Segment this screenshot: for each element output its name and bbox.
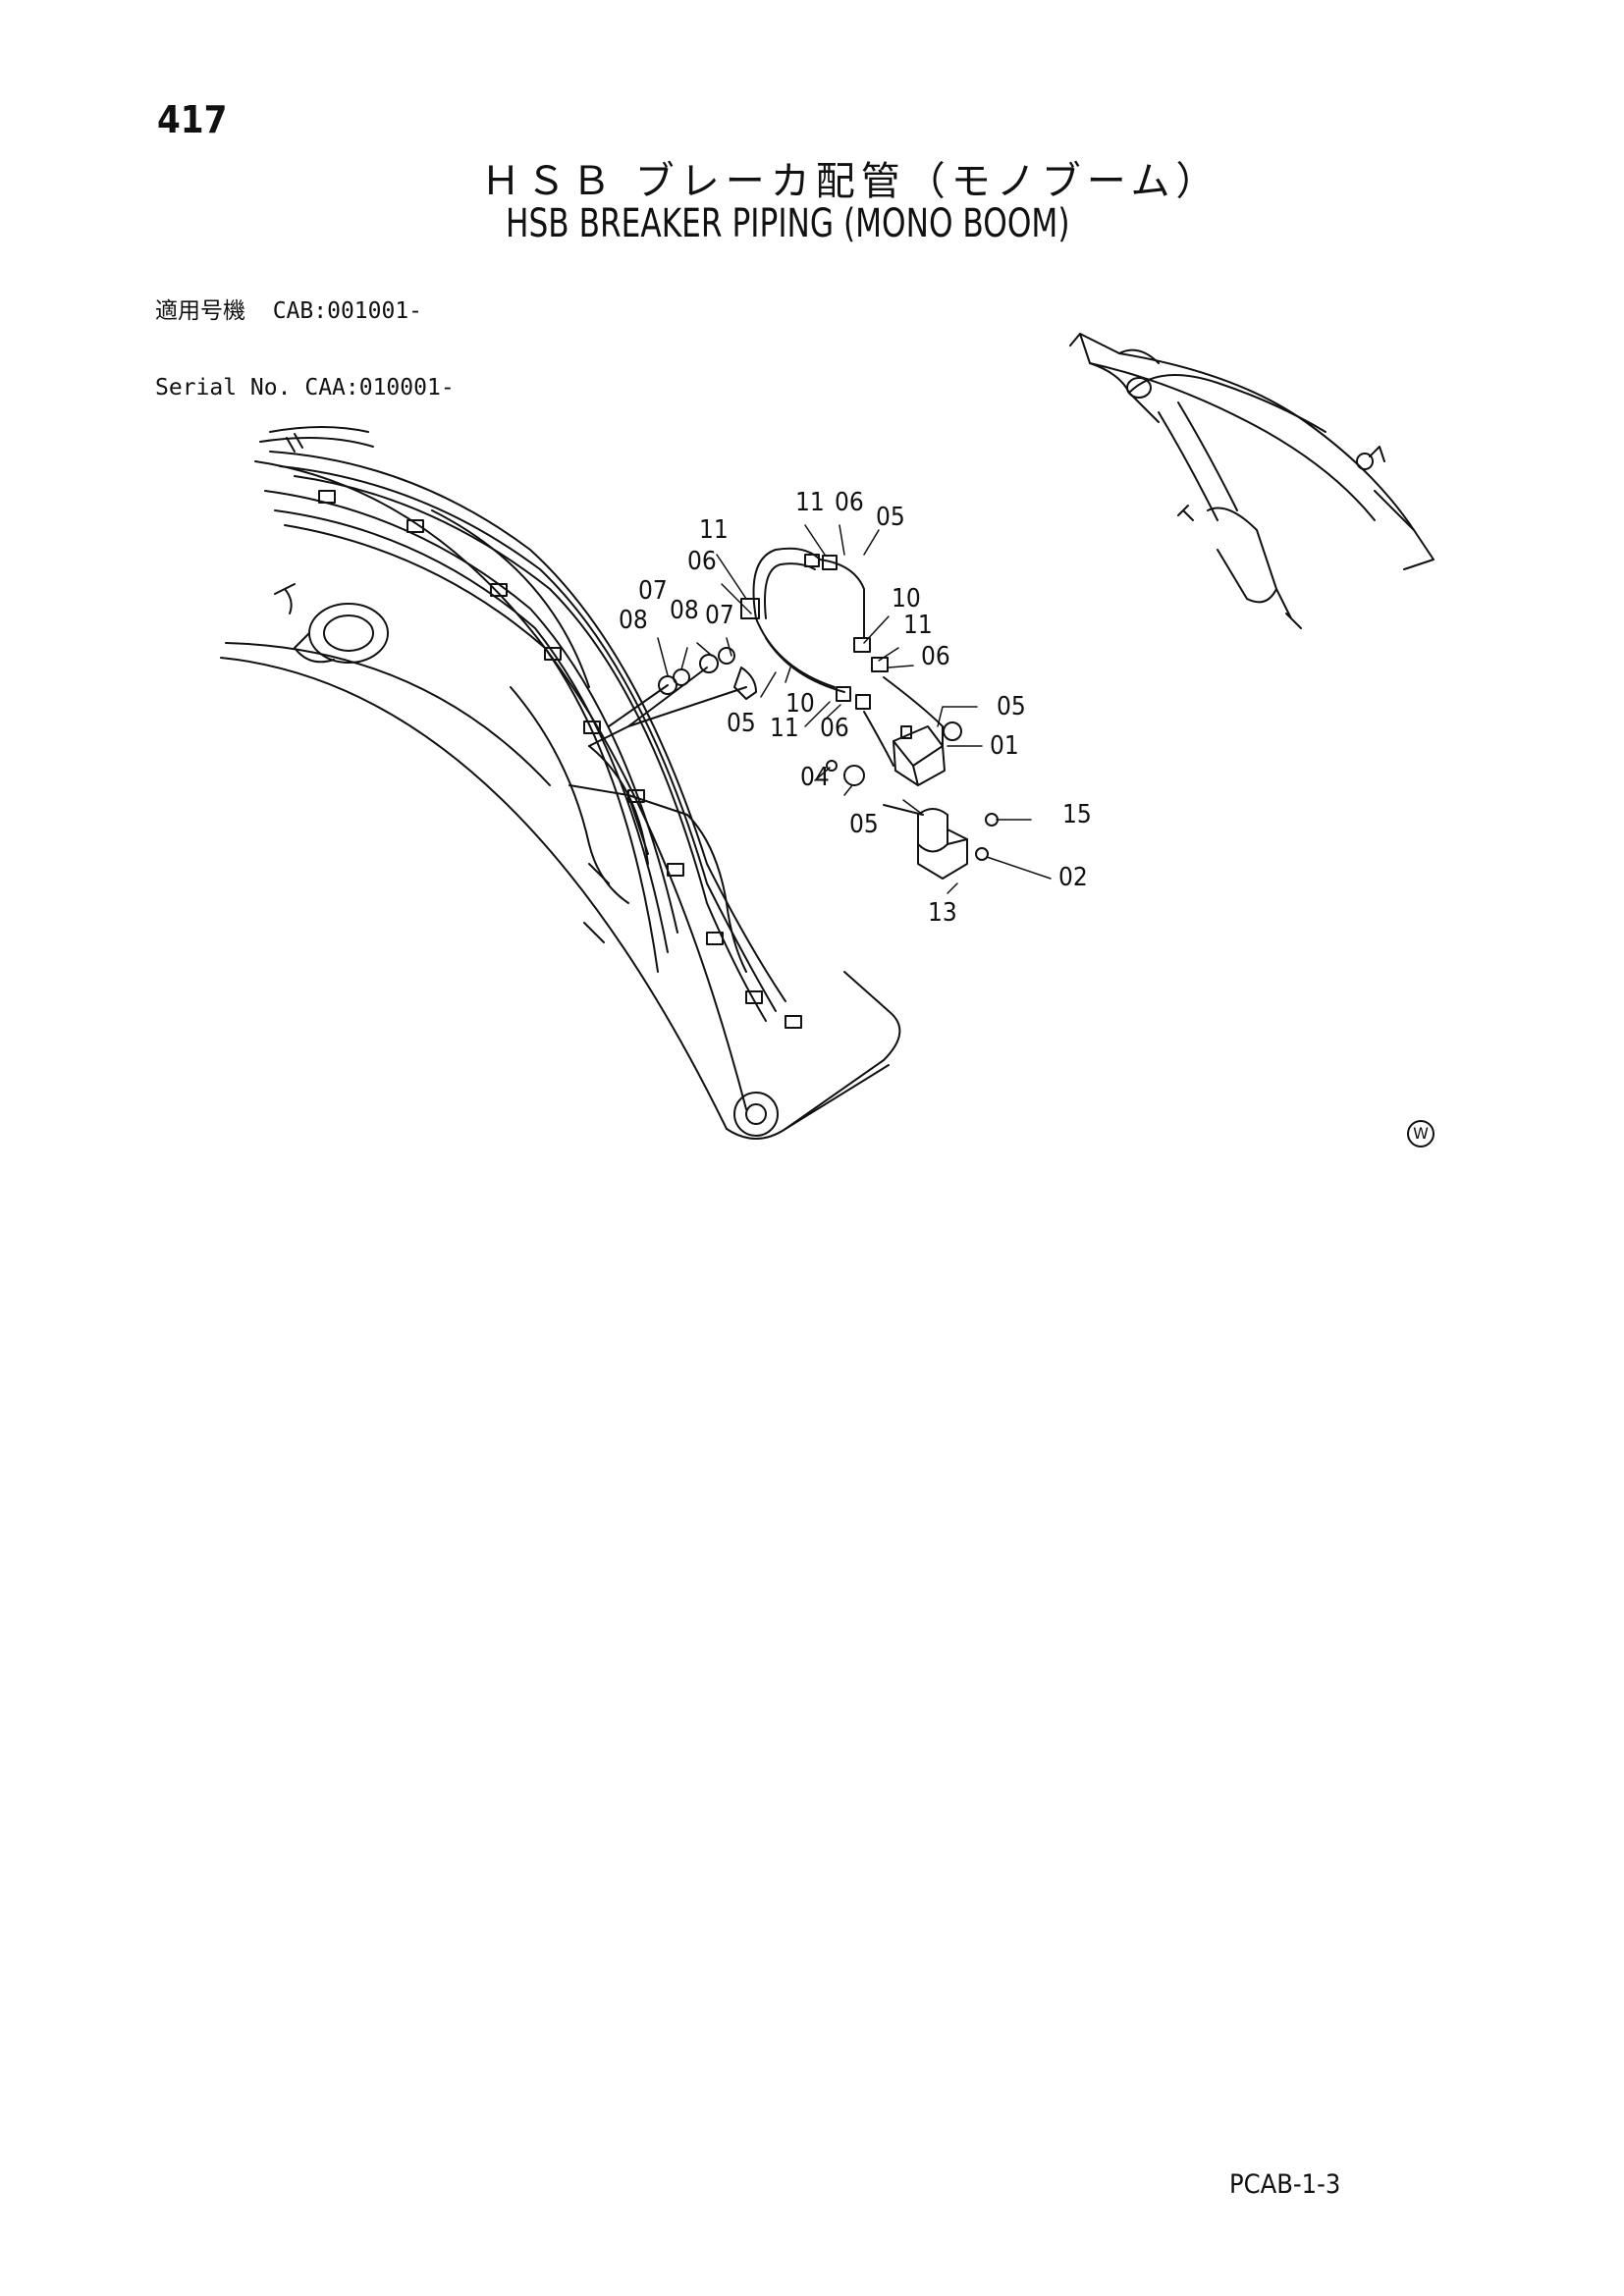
callout-label: 11	[770, 714, 799, 743]
callout-label: 15	[1062, 800, 1092, 829]
callout-label: 05	[849, 810, 879, 839]
callout-label: 07	[638, 576, 668, 606]
callout-label: 05	[876, 503, 905, 532]
callout-label: 01	[990, 731, 1019, 761]
boom-body	[220, 460, 901, 1140]
callout-label: 05	[727, 709, 756, 738]
valve-block	[826, 721, 999, 880]
left-fittings	[588, 647, 757, 747]
callout-label: 10	[892, 584, 921, 614]
page-code: PCAB-1-3	[1229, 2169, 1341, 2200]
callout-label: 08	[670, 596, 699, 625]
title-english: HSB BREAKER PIPING (MONO BOOM)	[506, 201, 1070, 246]
page-number: 417	[157, 98, 228, 141]
callout-label: 06	[687, 547, 717, 576]
leader-lines	[657, 524, 1052, 894]
title-japanese: ＨＳＢ ブレーカ配管（モノブーム）	[481, 159, 1221, 204]
callout-label: 11	[699, 515, 729, 545]
callout-label: 02	[1058, 863, 1088, 892]
callout-label: 11	[903, 611, 933, 640]
parts-diagram: 11 06 05 11 06 07 08 08 07 10 11 06 05 1…	[220, 333, 1435, 1140]
inset-machine	[1069, 333, 1435, 629]
serial-en-value: CAA:010001-	[304, 375, 455, 400]
callout-label: 11	[795, 488, 825, 517]
serial-jp-row: 適用号機 CAB:001001-	[155, 298, 455, 324]
callout-label: 06	[835, 488, 864, 517]
callout-label: 06	[820, 714, 849, 743]
callout-labels: 11 06 05 11 06 07 08 08 07 10 11 06 05 1…	[619, 488, 1092, 928]
breaker-piping	[740, 547, 944, 767]
boom-foot-pin	[274, 583, 389, 664]
callout-label: 13	[928, 898, 957, 928]
serial-info: 適用号機 CAB:001001- Serial No. CAA:010001-	[155, 247, 455, 426]
hose-bundle	[259, 426, 802, 1029]
serial-en-row: Serial No. CAA:010001-	[155, 375, 455, 400]
callout-label: 04	[800, 763, 830, 792]
callout-label: 07	[705, 601, 734, 630]
serial-jp-label: 適用号機	[155, 298, 245, 324]
w-mark-icon: W	[1407, 1120, 1435, 1148]
callout-label: 08	[619, 606, 648, 635]
serial-jp-value: CAB:001001-	[272, 298, 423, 324]
callout-label: 06	[921, 642, 950, 671]
callout-label: 10	[785, 689, 815, 719]
serial-en-label: Serial No.	[155, 375, 292, 400]
callout-label: 05	[997, 692, 1026, 721]
